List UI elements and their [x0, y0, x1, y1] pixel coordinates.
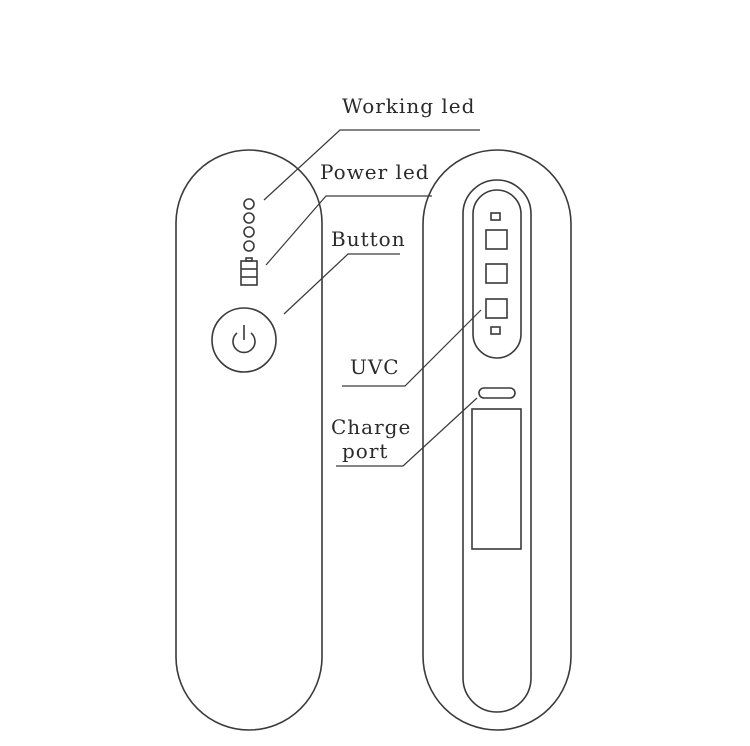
power-button [211, 307, 277, 373]
leader-button [283, 253, 400, 315]
label-charge-port-line1: Charge [331, 415, 411, 439]
label-button: Button [331, 227, 406, 251]
charge-port [478, 387, 516, 399]
uvc-window [472, 189, 522, 359]
power-icon [232, 325, 256, 354]
lower-panel [471, 408, 522, 550]
label-uvc: UVC [350, 355, 400, 379]
callout-leaders [263, 129, 482, 467]
led-dot [243, 240, 255, 252]
back-inner-outline [462, 179, 532, 713]
led-dot [243, 226, 255, 238]
led-dot [243, 198, 255, 210]
leader-working-led [263, 129, 480, 201]
back-body-outline [422, 149, 572, 731]
battery-icon [240, 257, 258, 286]
leader-charge-port [336, 397, 478, 467]
led-dot [243, 212, 255, 224]
label-power-led: Power led [320, 160, 430, 184]
callout-labels: Working led Power led Button UVC Charge … [320, 94, 475, 463]
leader-uvc [342, 309, 482, 387]
working-led-indicators [243, 198, 255, 252]
leader-power-led [265, 195, 432, 266]
front-body-outline [175, 149, 323, 731]
label-working-led: Working led [342, 94, 475, 118]
device-back-view [422, 149, 572, 731]
label-charge-port-line2: port [342, 439, 388, 463]
device-front-view [175, 149, 323, 731]
